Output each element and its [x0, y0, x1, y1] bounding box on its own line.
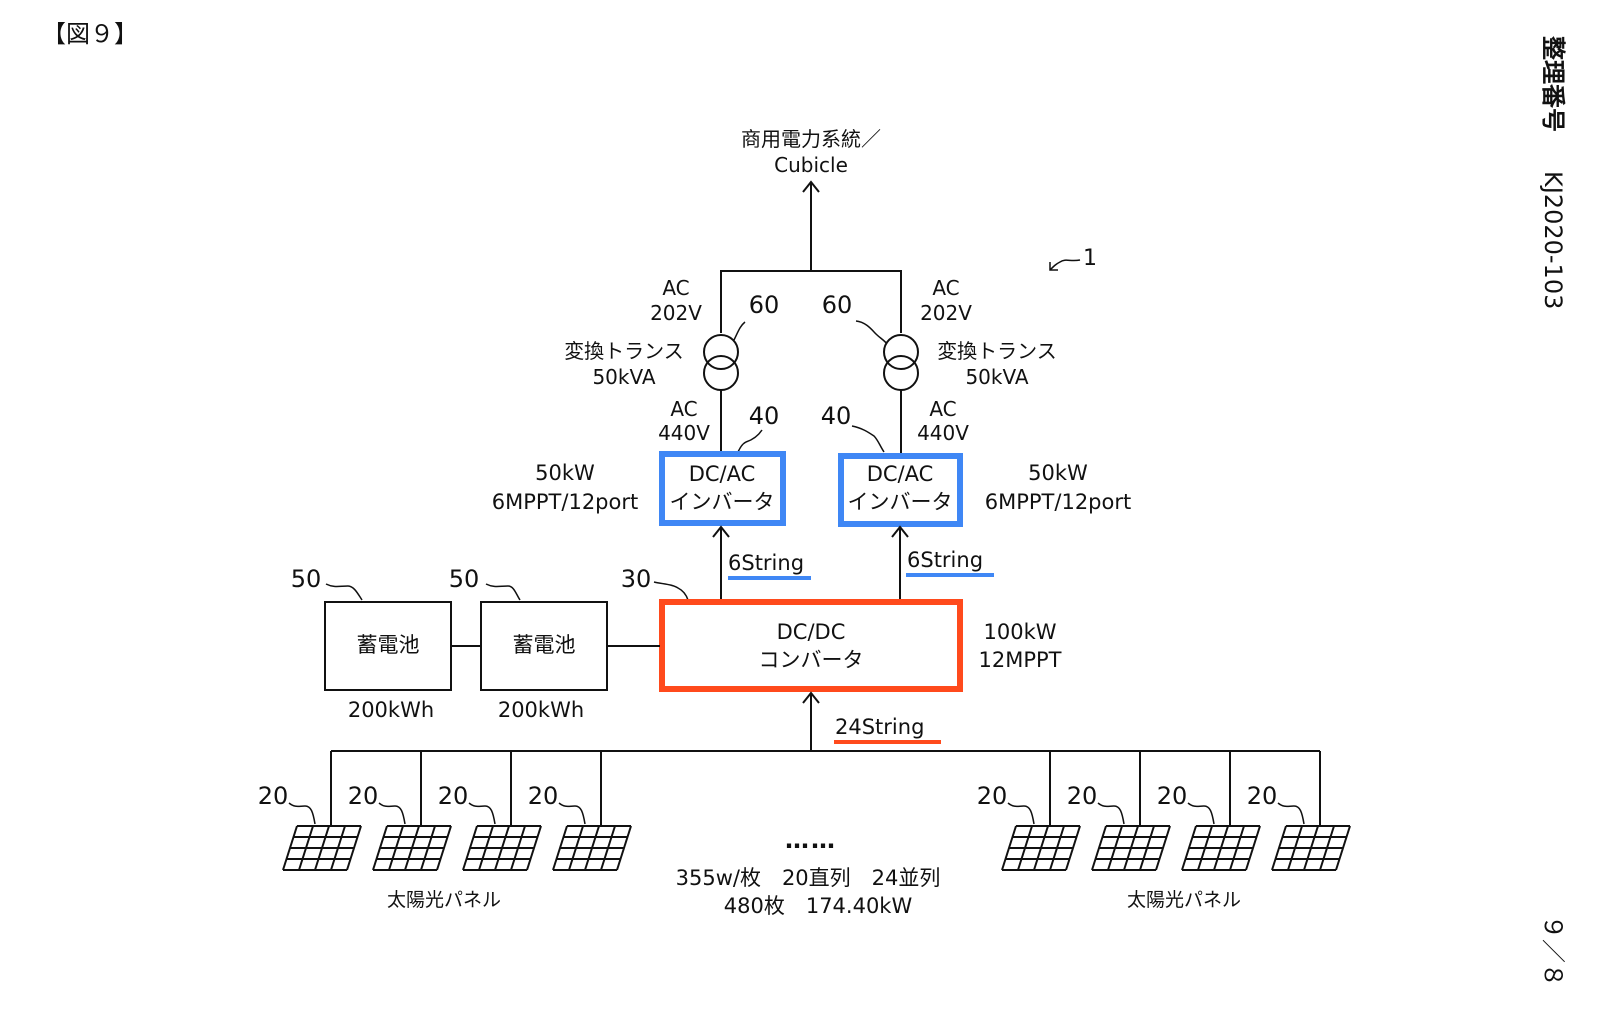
inverter-subtitle: インバータ [670, 490, 775, 514]
converter-mppt: 12MPPT [979, 648, 1062, 672]
pv-label-right: 太陽光パネル [1127, 889, 1241, 911]
converter-to-inverter-left-arrow [712, 525, 730, 600]
grid-label-line2: Cubicle [774, 153, 848, 177]
pv-panel: 20 [1157, 751, 1261, 871]
converter-to-inverter-right-arrow [891, 525, 909, 600]
inverter-ref-leader [851, 425, 885, 453]
pv-panel-ref: 20 [1157, 782, 1188, 810]
string-count-converter: 24String [835, 715, 924, 739]
converter-power: 100kW [983, 620, 1056, 644]
reference-number: KJ2020-103 [1539, 171, 1567, 309]
inverter-ref: 40 [749, 402, 780, 430]
transformer-ref: 60 [822, 291, 853, 319]
inverter-box-right [838, 453, 963, 527]
pv-panel-ref: 20 [348, 782, 379, 810]
grid-label-line1: 商用電力系統／ [741, 127, 881, 151]
transformer-right [855, 320, 919, 453]
ac-low-voltage: 440V [658, 421, 710, 445]
pv-panel: 20 [1247, 751, 1351, 871]
transformer-rating: 50kVA [965, 365, 1028, 389]
ac-high-voltage: 202V [650, 301, 702, 325]
page-number: ９／８ [1539, 915, 1567, 987]
figure-label: 【図９】 [42, 20, 138, 48]
panels-to-converter-arrow [802, 691, 820, 751]
pv-panel: 20 [528, 751, 632, 871]
converter-box [659, 599, 963, 692]
system-ref: 1 [1083, 246, 1097, 271]
pv-panel-ref-leader [1277, 802, 1305, 825]
page-number-group: ９／８ [1539, 915, 1567, 987]
converter-ref: 30 [621, 565, 652, 593]
inverter-mppt: 6MPPT/12port [492, 490, 638, 514]
pv-panel-ref-leader [1187, 802, 1215, 825]
converter-subtitle: コンバータ [759, 648, 864, 672]
converter-ref-leader [653, 581, 689, 601]
battery-capacity: 200kWh [498, 698, 584, 722]
pv-panel-ref: 20 [977, 782, 1008, 810]
pv-panel: 20 [1067, 751, 1171, 871]
string-underline-left [728, 576, 811, 580]
battery-ref-leader [485, 583, 521, 601]
panels-ellipsis: …… [785, 826, 837, 854]
pv-panel-ref-leader [1007, 802, 1035, 825]
reference-label: 整理番号 [1539, 36, 1567, 132]
pv-panel-ref: 20 [1247, 782, 1278, 810]
ac-low-label: AC [929, 397, 956, 421]
pv-panel: 20 [348, 751, 452, 871]
transformer-rating: 50kVA [592, 365, 655, 389]
pv-panel-ref: 20 [528, 782, 559, 810]
inverter-title: DC/AC [867, 462, 934, 486]
pv-panel-ref-leader [1097, 802, 1125, 825]
system-ref-pointer [1049, 259, 1081, 271]
pv-spec-line1: 355w/枚 20直列 24並列 [676, 866, 941, 890]
pv-panel-ref-leader [468, 802, 496, 825]
ac-bus-line [720, 270, 902, 333]
battery-label: 蓄電池 [513, 633, 576, 657]
transformer-name: 変換トランス [564, 339, 684, 363]
transformer-left [703, 321, 746, 453]
converter-title: DC/DC [777, 620, 846, 644]
inverter-title: DC/AC [689, 462, 756, 486]
inverter-power: 50kW [1028, 461, 1088, 485]
inverter-ref: 40 [821, 402, 852, 430]
ac-low-voltage: 440V [917, 421, 969, 445]
pv-panel-ref-leader [378, 802, 406, 825]
inverter-mppt: 6MPPT/12port [985, 490, 1131, 514]
battery-ref: 50 [291, 565, 322, 593]
ac-high-voltage: 202V [920, 301, 972, 325]
string-underline-right [906, 573, 994, 577]
inverter-ref-leader [737, 429, 763, 453]
ac-high-label: AC [932, 276, 959, 300]
battery-box-2 [480, 601, 608, 691]
pv-panel: 20 [977, 751, 1081, 871]
ac-high-label: AC [662, 276, 689, 300]
pv-panel: 20 [438, 751, 542, 871]
pv-panels: 20 20 20 20 20 20 20 20 [258, 751, 1351, 871]
reference-label-group: 整理番号 KJ2020-103 [1539, 36, 1567, 309]
pv-spec-line2: 480枚 174.40kW [724, 894, 913, 918]
pv-panel: 20 [258, 751, 362, 871]
ac-low-label: AC [670, 397, 697, 421]
transformer-ref: 60 [749, 291, 780, 319]
pv-panel-ref: 20 [258, 782, 289, 810]
string-count-left: 6String [728, 551, 804, 575]
battery-label: 蓄電池 [357, 633, 420, 657]
battery-ref: 50 [449, 565, 480, 593]
battery-ref-leader [325, 583, 363, 601]
string-count-right: 6String [907, 548, 983, 572]
pv-panel-ref-leader [558, 802, 586, 825]
inverter-box-left [659, 451, 786, 526]
pv-panel-ref: 20 [438, 782, 469, 810]
pv-label-left: 太陽光パネル [387, 889, 501, 911]
pv-panel-ref: 20 [1067, 782, 1098, 810]
string-underline-converter [834, 740, 941, 744]
inverter-power: 50kW [535, 461, 595, 485]
pv-panel-ref-leader [288, 802, 316, 825]
grid-arrow [802, 180, 820, 271]
transformer-name: 変換トランス [937, 339, 1057, 363]
battery-capacity: 200kWh [348, 698, 434, 722]
inverter-subtitle: インバータ [848, 490, 953, 514]
